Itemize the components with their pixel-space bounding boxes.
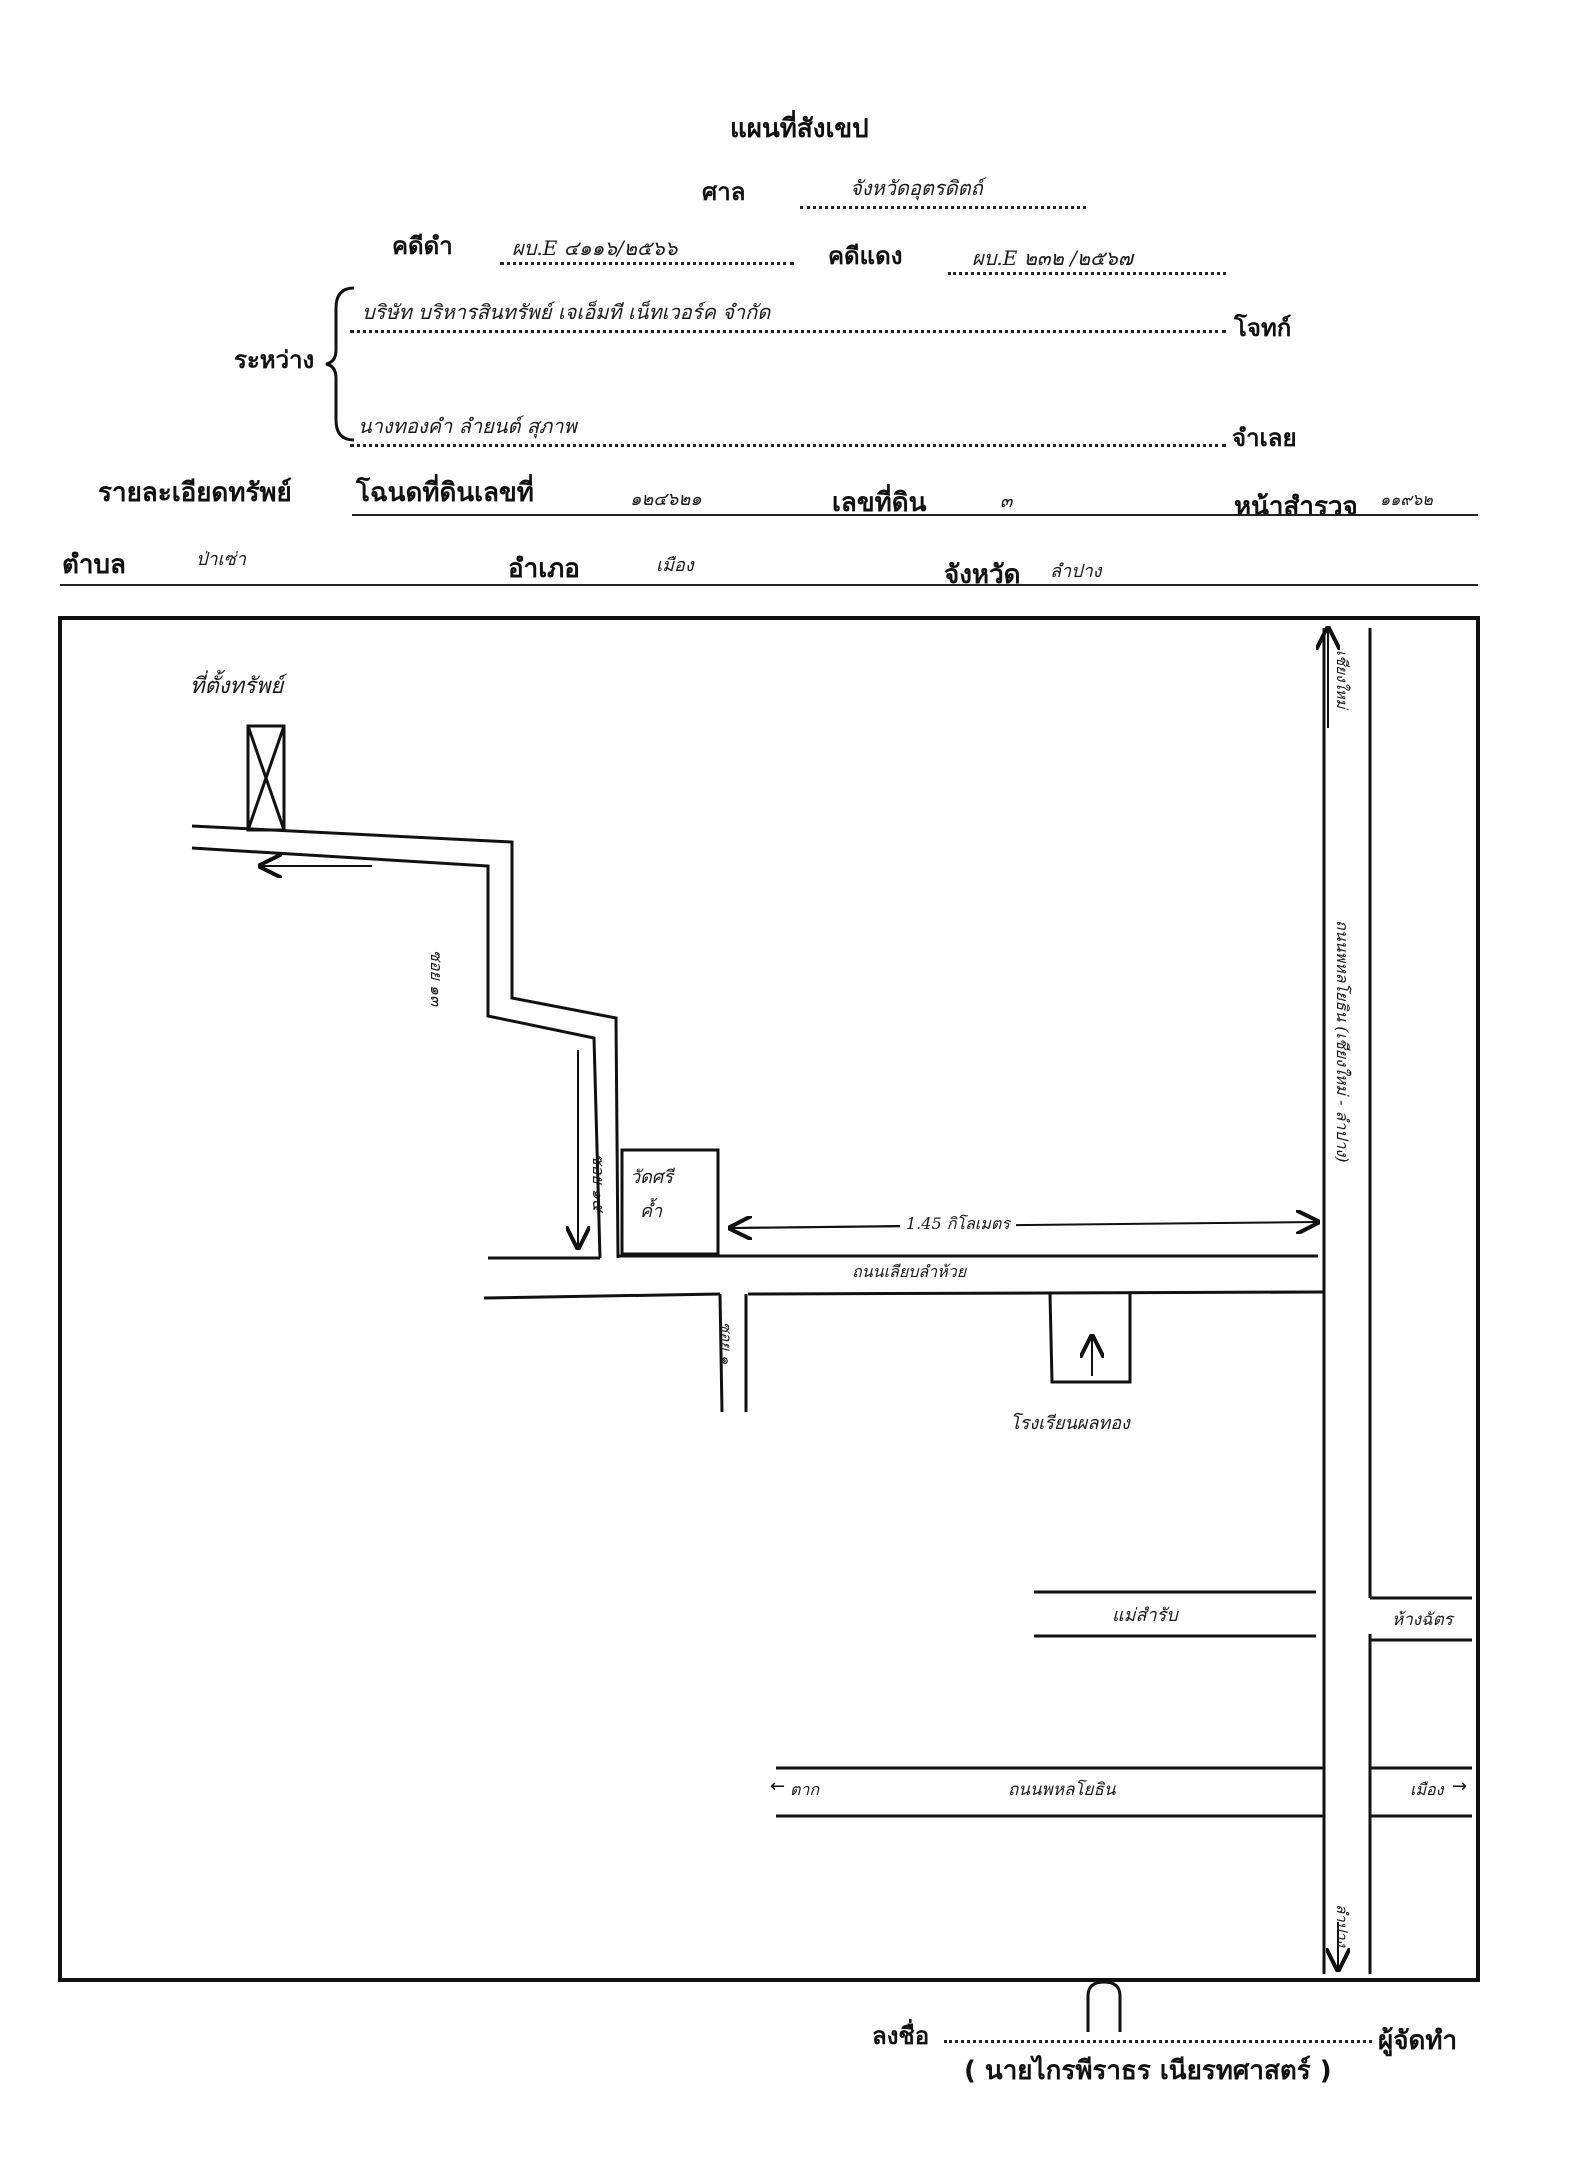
temple-label: วัดศรี (630, 1167, 673, 1188)
temple-box (620, 1148, 720, 1256)
plaintiff-value: บริษัท บริหารสินทรัพย์ เจเอ็มที เน็ทเวอร… (362, 300, 771, 324)
signer-name: ( นายไกรพีราธร เนียรทศาสตร์ ) (964, 2056, 1332, 2086)
red-case-label: คดีแดง (828, 242, 903, 270)
province-value: ลำปาง (1050, 561, 1102, 582)
land-no-value: ๓ (1000, 491, 1013, 512)
asset-detail-label: รายละเอียดทรัพย์ (98, 478, 292, 508)
red-case-value: ผบ.E ๒๓๒ /๒๕๖๗ (972, 246, 1133, 270)
south-label: ลำปาง (1333, 1904, 1351, 1947)
court-line (800, 206, 1086, 209)
subdistrict-label: ตำบล (62, 550, 126, 580)
soi-left-2: ซอย ๑๕ (589, 1154, 608, 1212)
soi-below-left (718, 1293, 724, 1413)
soi-road-inner (191, 846, 602, 1259)
local-road-bottom (483, 1292, 721, 1300)
black-case-label: คดีดำ (392, 232, 453, 260)
defendant-line (350, 444, 1226, 447)
sign-label: ลงชื่อ (872, 2022, 930, 2050)
signature-mark (1086, 1980, 1122, 2032)
highway-label: ถนนพหลโยธิน (เชียงใหม่ - ลำปาง) (1333, 920, 1352, 1163)
role-label: ผู้จัดทำ (1378, 2026, 1458, 2056)
survey-page-label: หน้าสำรวจ (1234, 492, 1358, 522)
bottom-left-arrow: ← (770, 1776, 786, 1797)
black-case-value: ผบ.E ๔๑๑๖/๒๕๖๖ (512, 236, 678, 260)
school-box (1048, 1293, 1132, 1384)
survey-page-value: ๑๑๙๖๒ (1380, 490, 1433, 509)
page-title: แผนที่สังเขป (730, 114, 869, 144)
subdistrict-value: ป่าเซ่า (196, 549, 247, 570)
court-value: จังหวัดอุตรดิตถ์ (850, 176, 983, 200)
between-label: ระหว่าง (234, 346, 315, 374)
bottom-left-label: ตาก (790, 1780, 820, 1799)
north-label: เชียงใหม่ (1333, 650, 1351, 709)
bottom-road-label: ถนนพหลโยธิน (1008, 1780, 1116, 1800)
deed-label: โฉนดที่ดินเลขที่ (356, 478, 534, 508)
deed-underline (352, 514, 1478, 516)
court-label: ศาล (702, 178, 746, 206)
bottom-right-label: เมือง (1410, 1780, 1444, 1799)
crossroad-1-label: แม่สำรับ (1112, 1605, 1178, 1626)
defendant-label: จำเลย (1232, 424, 1297, 452)
school-label: โรงเรียนผลทอง (1010, 1413, 1130, 1434)
local-road-label: ถนนเลียบลำห้วย (852, 1262, 967, 1281)
crossroad-1-right-label: ห้างฉัตร (1392, 1610, 1453, 1630)
map-frame (58, 616, 1480, 1982)
location-underline (60, 584, 1478, 586)
sign-line (944, 2040, 1372, 2043)
bottom-right-arrow: → (1452, 1776, 1468, 1797)
plaintiff-line (350, 330, 1226, 333)
brace (325, 286, 355, 442)
district-value: เมือง (656, 555, 694, 576)
defendant-value: นางทองคำ ลำยนต์ สุภาพ (358, 414, 577, 438)
soi-road-outer (191, 824, 620, 1259)
soi-below-label: ซอย ๑ (717, 1322, 735, 1365)
black-case-line (500, 262, 794, 265)
local-road-bottom-2 (747, 1290, 1325, 1296)
red-case-line (948, 272, 1226, 275)
soi-left-1: ซอย ๑๓ (427, 950, 446, 1007)
land-no-label: เลขที่ดิน (832, 488, 927, 518)
distance-label: 1.45 กิโลเมตร (900, 1212, 1016, 1237)
property-label: ที่ตั้งทรัพย์ (190, 674, 284, 699)
deed-value: ๑๒๔๖๒๑ (630, 489, 702, 510)
temple-label-2: ค้ำ (640, 1201, 663, 1222)
district-label: อำเภอ (508, 554, 580, 584)
plaintiff-label: โจทก์ (1234, 314, 1292, 342)
